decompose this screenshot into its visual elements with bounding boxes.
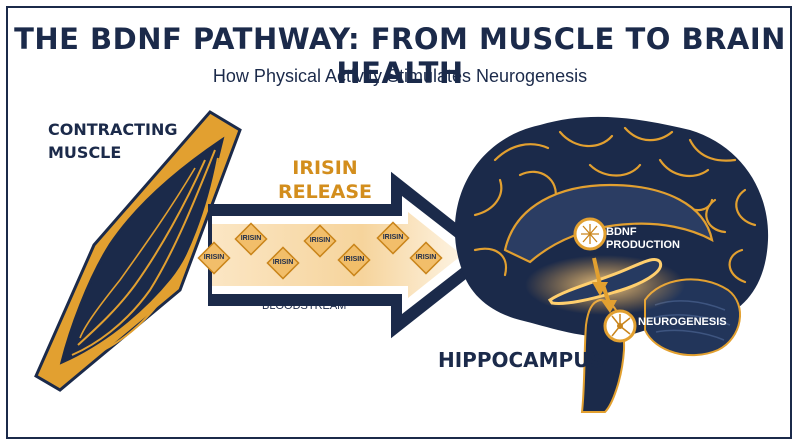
irisin-release-line2: RELEASE: [277, 181, 373, 203]
diagram-frame: [6, 6, 792, 439]
bdnf-line2: PRODUCTION: [606, 239, 680, 251]
bdnf-production-label: BDNF PRODUCTION: [606, 226, 680, 252]
irisin-tag: IRISIN: [309, 237, 331, 244]
muscle-label-line1: CONTRACTING: [48, 120, 178, 139]
diagram-title: THE BDNF PATHWAY: FROM MUSCLE TO BRAIN H…: [14, 22, 786, 90]
irisin-tag: IRISIN: [343, 256, 365, 263]
irisin-tag: IRISIN: [382, 234, 404, 241]
irisin-arrow: [208, 171, 497, 339]
muscle-label: CONTRACTING MUSCLE: [48, 118, 208, 164]
irisin-tag: IRISIN: [203, 254, 225, 261]
irisin-tag: IRISIN: [272, 259, 294, 266]
irisin-tag: IRISIN: [240, 235, 262, 242]
irisin-release-line1: IRISIN: [292, 157, 358, 179]
irisin-release-label: IRISIN RELEASE: [250, 156, 400, 204]
irisin-molecules: [197, 221, 443, 280]
neurogenesis-label: NEUROGENESIS: [638, 316, 727, 328]
muscle-illustration: [34, 110, 242, 392]
diagram-subtitle: How Physical Activity Stimulates Neuroge…: [212, 66, 588, 86]
muscle-label-line2: MUSCLE: [48, 143, 122, 162]
brain-illustration: [454, 116, 769, 413]
hippocampus-label: HIPPOCAMPUS: [438, 348, 604, 372]
irisin-tag: IRISIN: [415, 254, 437, 261]
bdnf-line1: BDNF: [606, 226, 637, 238]
bloodstream-label: BLOODSTREAM: [262, 300, 347, 312]
